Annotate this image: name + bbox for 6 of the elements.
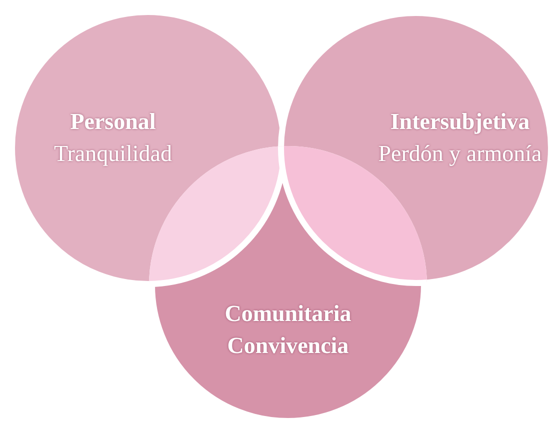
circle-subtitle: Convivencia (227, 332, 349, 360)
circle-subtitle: Tranquilidad (54, 140, 172, 168)
circle-heading: Personal (70, 108, 156, 136)
circle-heading: Intersubjetiva (390, 108, 530, 136)
circle-subtitle: Perdón y armonía (378, 140, 542, 168)
circle-heading: Comunitaria (224, 300, 352, 328)
